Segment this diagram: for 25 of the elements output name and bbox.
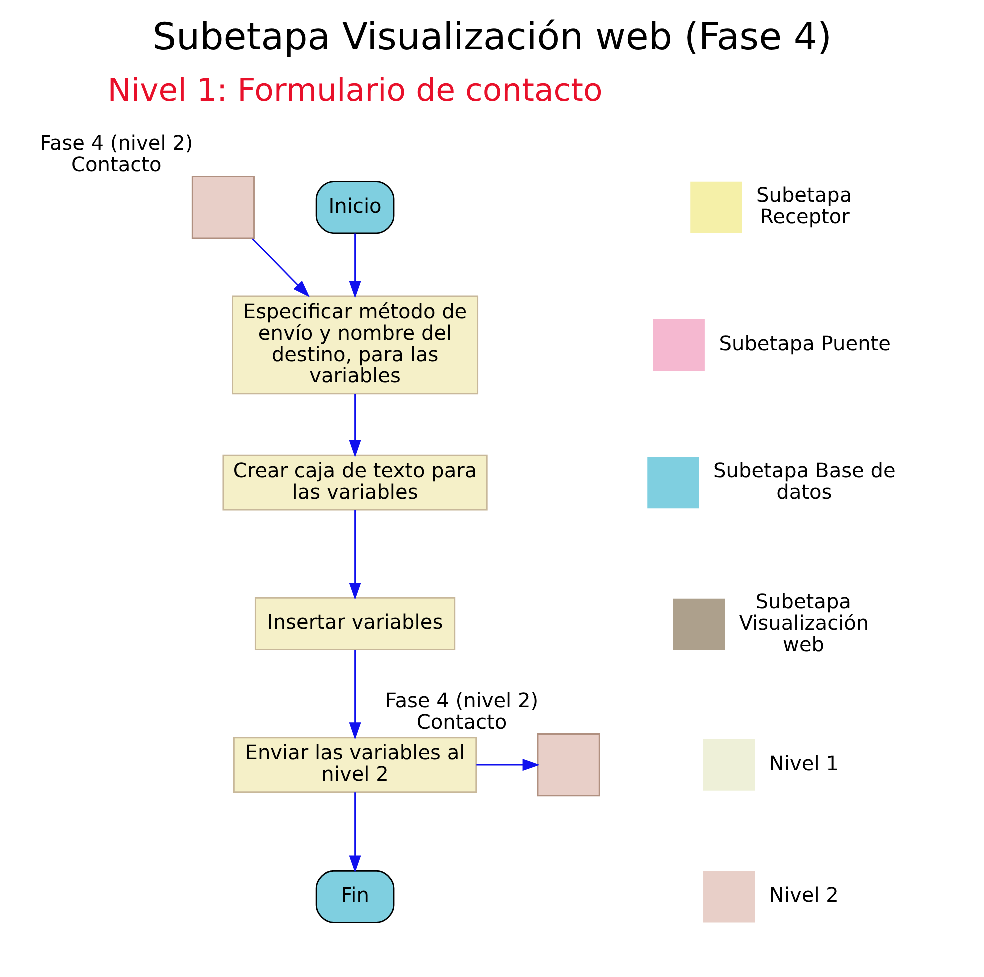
node-box: Inicio	[315, 181, 394, 234]
legend-label: Subetapa Base de datos	[713, 458, 896, 504]
arrow	[252, 238, 310, 298]
legend-label: Nivel 2	[768, 883, 838, 908]
node-label: Fase 4 (nivel 2) Contacto	[385, 688, 538, 734]
legend-label: Subetapa Visualización web	[738, 589, 869, 656]
legend-label: Subetapa Puente	[718, 332, 890, 356]
node-box	[191, 176, 254, 240]
node-box: Fin	[315, 870, 394, 924]
arrow	[348, 650, 361, 740]
arrow	[348, 510, 361, 600]
arrow	[476, 759, 540, 772]
node-label: Fase 4 (nivel 2) Contacto	[40, 130, 193, 176]
legend-label: Subetapa Receptor	[756, 183, 852, 229]
node-box: Crear caja de texto para las variables	[222, 454, 488, 511]
label: Nivel 1: Formulario de contacto	[107, 73, 602, 110]
arrow	[348, 234, 361, 298]
arrow	[348, 792, 361, 873]
arrow	[348, 394, 361, 458]
legend-label: Nivel 1	[768, 751, 838, 776]
node-box: Especificar método de envío y nombre del destino, para las variables	[232, 296, 478, 395]
node-box: Insertar variables	[254, 597, 456, 650]
node-box	[536, 734, 600, 797]
node-box: Enviar las variables al nivel 2	[232, 737, 477, 794]
diagram-title: Subetapa Visualización web (Fase 4)	[152, 14, 832, 59]
